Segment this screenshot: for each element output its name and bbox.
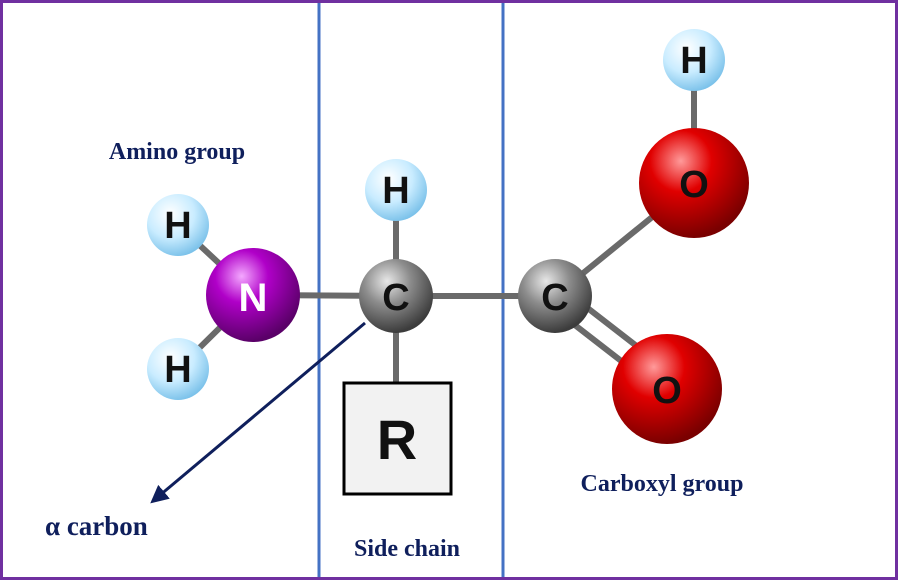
amino-group-label: Amino group: [109, 139, 245, 165]
r-group-box: R: [342, 381, 453, 496]
atom-o-hydroxyl: O: [639, 128, 749, 238]
atom-label: C: [541, 277, 568, 319]
atom-label: H: [382, 170, 409, 212]
atom-label: H: [164, 205, 191, 247]
atom-c-alpha: C: [359, 259, 433, 333]
atom-label: H: [680, 40, 707, 82]
atom-h-hydroxyl: H: [663, 29, 725, 91]
atom-h-alpha: H: [365, 159, 427, 221]
atom-nitrogen: N: [206, 248, 300, 342]
atom-label: N: [239, 276, 268, 320]
side-chain-label: Side chain: [354, 536, 460, 562]
atom-label: C: [382, 277, 409, 319]
atom-label: O: [679, 164, 709, 206]
atom-o-double: O: [612, 334, 722, 444]
alpha-carbon-label: α carbon: [45, 511, 148, 541]
atom-c-carboxyl: C: [518, 259, 592, 333]
atom-label: O: [652, 370, 682, 412]
alpha-carbon-arrow: [150, 321, 366, 504]
r-group-label: R: [377, 408, 417, 471]
atom-h-amino-bottom: H: [147, 338, 209, 400]
carboxyl-group-label: Carboxyl group: [581, 471, 744, 497]
atom-h-amino-top: H: [147, 194, 209, 256]
amino-acid-diagram: H H N H C R C H O O Amino group Carboxyl…: [45, 3, 749, 577]
atom-label: H: [164, 349, 191, 391]
